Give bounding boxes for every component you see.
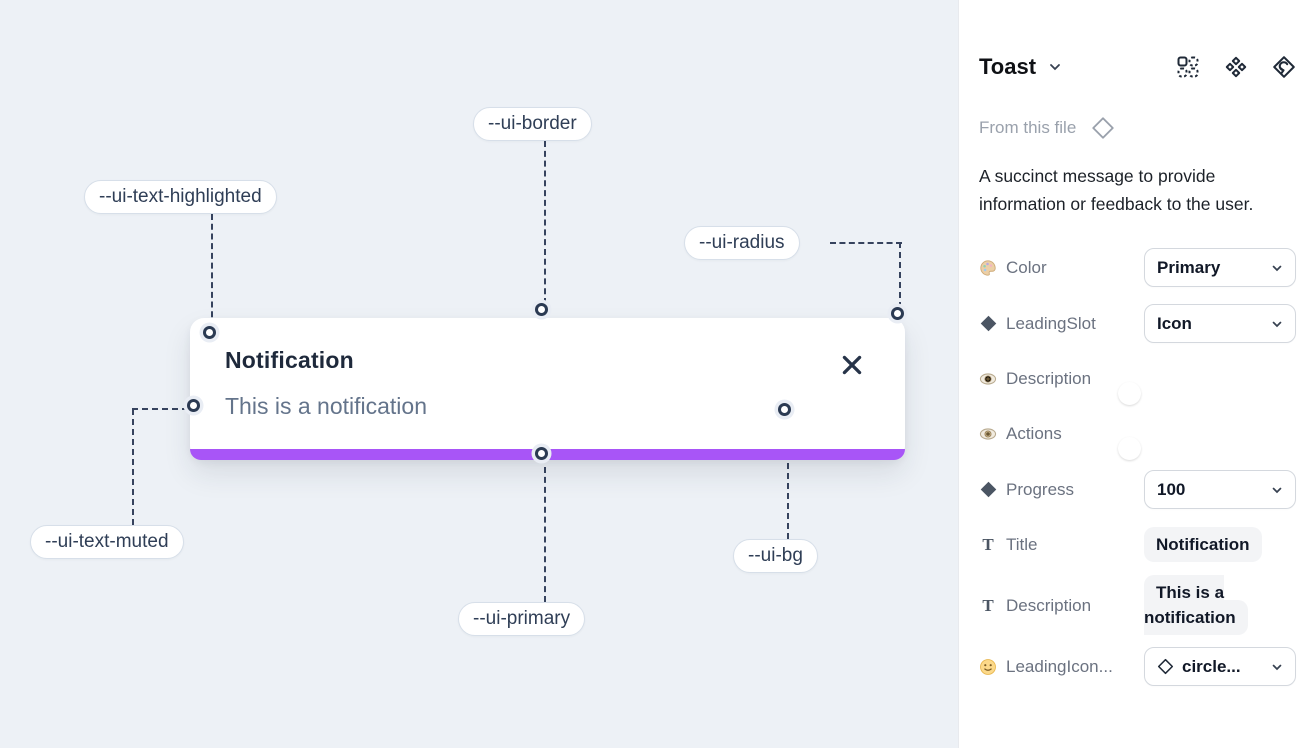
text-icon: T — [982, 595, 994, 615]
property-row-actions-toggle: Actions — [979, 415, 1296, 460]
progress-select[interactable]: 100 — [1144, 470, 1296, 509]
component-icon[interactable] — [1224, 55, 1248, 79]
smiley-icon — [979, 658, 997, 676]
property-row-description-text: T Description This is a notification — [979, 575, 1296, 635]
instance-swap-icon[interactable] — [1176, 55, 1200, 79]
property-label: Description — [1006, 595, 1092, 615]
eye-icon — [979, 370, 997, 388]
anchor-ui-text-highlighted — [203, 326, 216, 339]
diamond-outline-icon — [1092, 117, 1114, 139]
toast-component: Notification This is a notification — [190, 318, 905, 460]
anchor-ui-border — [535, 303, 548, 316]
property-rows: Color Primary LeadingSlot Icon — [979, 248, 1296, 687]
description-field[interactable]: This is a notification — [1144, 575, 1248, 635]
leadingslot-select[interactable]: Icon — [1144, 304, 1296, 343]
component-description: A succinct message to provide informatio… — [979, 166, 1254, 214]
label-ui-primary: --ui-primary — [458, 602, 586, 636]
diamond-outline-icon — [1157, 658, 1174, 675]
color-select[interactable]: Primary — [1144, 248, 1296, 287]
label-ui-border: --ui-border — [473, 107, 592, 141]
go-to-main-component-icon[interactable] — [1272, 55, 1296, 79]
chevron-down-icon — [1271, 661, 1283, 673]
anchor-ui-primary — [535, 447, 548, 460]
chevron-down-icon — [1271, 318, 1283, 330]
anchor-ui-radius — [891, 307, 904, 320]
text-icon: T — [982, 535, 994, 554]
palette-icon — [979, 259, 997, 277]
source-label: From this file — [979, 118, 1077, 137]
property-row-description-toggle: Description — [979, 360, 1296, 405]
title-field[interactable]: Notification — [1144, 526, 1262, 562]
property-label: LeadingIcon... — [1006, 656, 1113, 676]
component-title: Toast — [979, 54, 1037, 79]
close-icon[interactable] — [839, 352, 865, 378]
connector-ui-bg — [787, 423, 789, 539]
anchor-ui-bg — [778, 403, 791, 416]
connector-ui-text-muted-v — [132, 409, 134, 525]
toast-description: This is a notification — [225, 393, 427, 419]
connector-ui-radius-v — [899, 242, 901, 308]
property-label: Progress — [1006, 479, 1075, 499]
properties-panel: Toast — [958, 0, 1312, 748]
property-row-progress: Progress 100 — [979, 470, 1296, 509]
label-ui-text-muted: --ui-text-muted — [30, 525, 184, 559]
diamond-icon — [979, 315, 997, 333]
connector-ui-border — [544, 141, 546, 304]
property-label: Description — [1006, 369, 1092, 388]
property-row-leadingslot: LeadingSlot Icon — [979, 304, 1296, 343]
property-row-color: Color Primary — [979, 248, 1296, 287]
connector-ui-primary — [544, 467, 546, 602]
anchor-ui-text-muted — [187, 399, 200, 412]
chevron-down-icon[interactable] — [1048, 60, 1062, 74]
chevron-down-icon — [1271, 262, 1283, 274]
label-ui-bg: --ui-bg — [733, 539, 818, 573]
chevron-down-icon — [1271, 484, 1283, 496]
property-row-leadingicon: LeadingIcon... circle... — [979, 647, 1296, 687]
source-row: From this file — [979, 115, 1116, 141]
canvas: Notification This is a notification --ui… — [0, 0, 958, 748]
property-label: Color — [1006, 257, 1047, 277]
connector-ui-text-muted-h — [132, 408, 188, 410]
property-row-title: T Title Notification — [979, 526, 1296, 564]
leadingicon-select[interactable]: circle... — [1144, 647, 1296, 687]
toast-title: Notification — [225, 347, 354, 373]
property-label: LeadingSlot — [1006, 313, 1096, 333]
panel-header: Toast — [979, 54, 1296, 80]
diamond-icon — [979, 481, 997, 499]
label-ui-radius: --ui-radius — [684, 226, 800, 260]
label-ui-text-highlighted: --ui-text-highlighted — [84, 180, 277, 214]
property-label: Title — [1006, 535, 1038, 554]
eye-icon — [979, 425, 997, 443]
connector-ui-radius-h — [830, 242, 902, 244]
connector-ui-text-highlighted — [211, 214, 213, 327]
property-label: Actions — [1006, 424, 1062, 443]
